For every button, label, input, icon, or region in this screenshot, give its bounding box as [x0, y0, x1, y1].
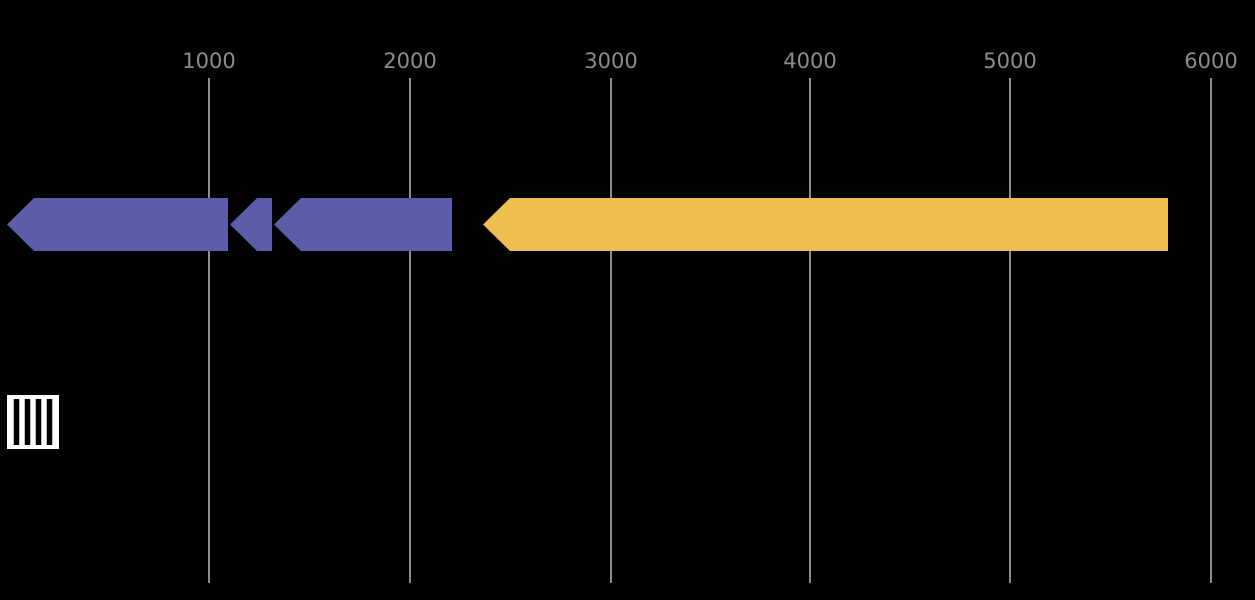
striped-scale-swatch[interactable] [7, 395, 59, 449]
gene-arrow-4[interactable] [483, 198, 1168, 251]
gridline-4000 [809, 78, 811, 583]
gridline-6000 [1210, 78, 1212, 583]
axis-tick-label-3000: 3000 [584, 49, 638, 73]
gridline-2000 [409, 78, 411, 583]
axis-tick-label-6000: 6000 [1184, 49, 1238, 73]
gridline-1000 [208, 78, 210, 583]
axis-tick-label-1000: 1000 [182, 49, 236, 73]
gridline-3000 [610, 78, 612, 583]
axis-tick-label-5000: 5000 [983, 49, 1037, 73]
axis-tick-label-2000: 2000 [383, 49, 437, 73]
gene-arrow-1[interactable] [7, 198, 228, 251]
gene-arrow-2[interactable] [230, 198, 272, 251]
gridline-5000 [1009, 78, 1011, 583]
stripe-pattern-icon [7, 395, 59, 449]
gene-arrow-3[interactable] [274, 198, 452, 251]
axis-tick-label-4000: 4000 [783, 49, 837, 73]
